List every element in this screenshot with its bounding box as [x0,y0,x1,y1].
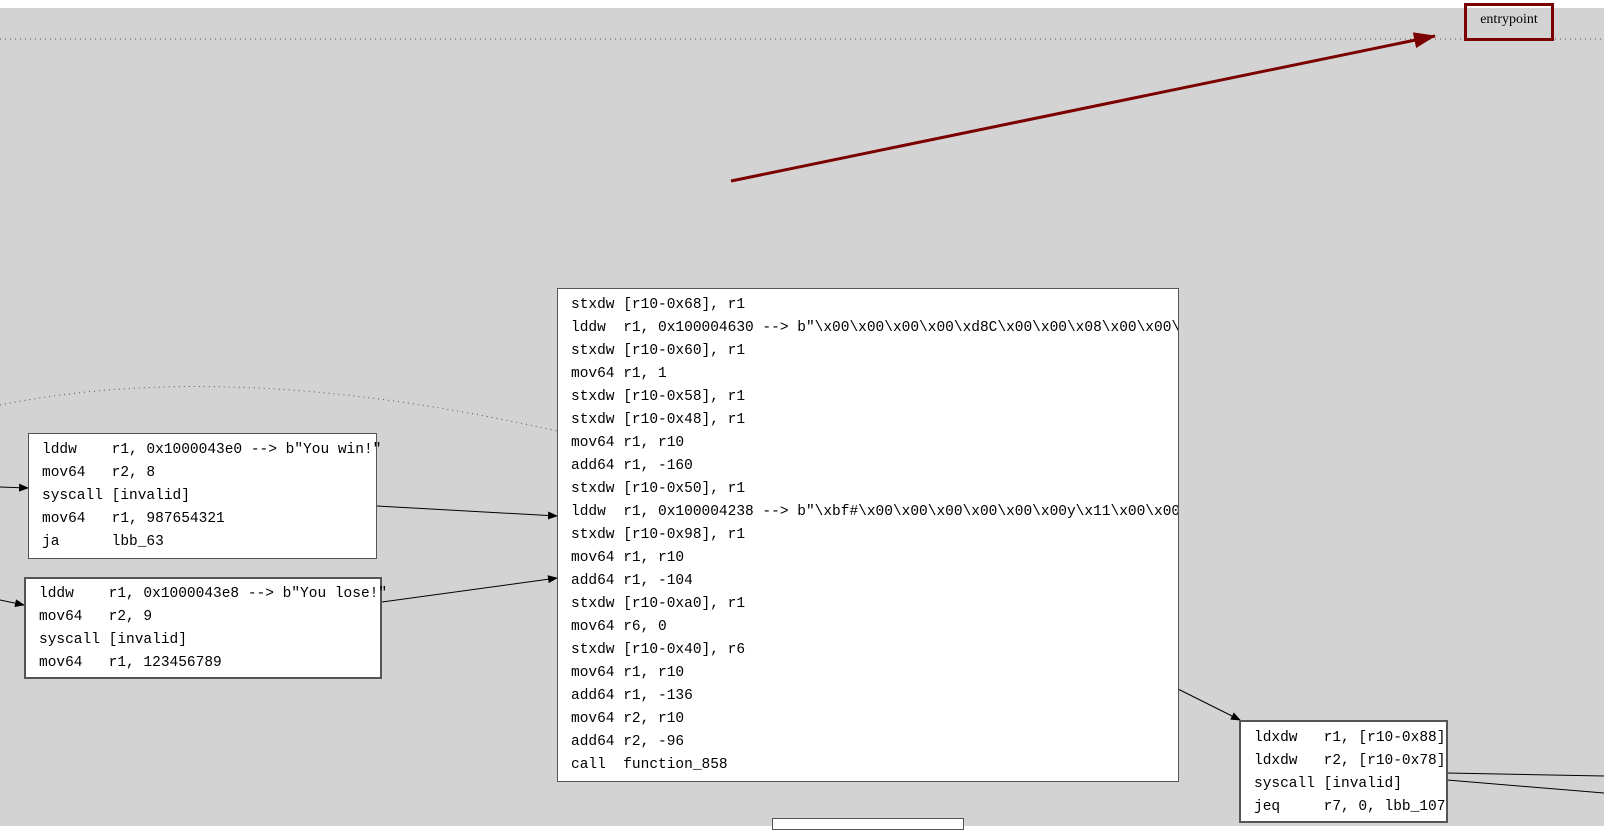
instruction-line: stxdw [r10-0x58], r1 [571,389,746,405]
basic-block-you-lose[interactable]: lddw r1, 0x1000043e8 --> b"You lose!" mo… [24,577,387,679]
instruction-line: stxdw [r10-0xa0], r1 [571,596,746,612]
instruction-line: mov64 r1, r10 [571,665,685,681]
instruction-line: stxdw [r10-0x98], r1 [571,527,746,543]
instruction-line: ja lbb_63 [42,534,164,550]
instruction-line: ldxdw r1, [r10-0x88] [1254,730,1446,746]
instruction-line: lddw r1, 0x100004238 --> b"\xbf#\x00\x00… [571,504,1179,520]
edge-cmp-out-2 [1446,779,1604,794]
instruction-line: lddw r1, 0x1000043e8 --> b"You lose!" [39,586,388,602]
basic-block-compare[interactable]: ldxdw r1, [r10-0x88] ldxdw r2, [r10-0x78… [1239,720,1448,823]
instruction-line: syscall [invalid] [42,488,190,504]
instruction-line: mov64 r1, 987654321 [42,511,225,527]
basic-block-partial-bottom[interactable] [772,818,964,830]
instruction-line: stxdw [r10-0x50], r1 [571,481,746,497]
edge-lose-to-main [381,575,558,603]
instruction-line: mov64 r1, 123456789 [39,655,222,671]
entrypoint-edge [730,32,1436,183]
instruction-line: add64 r2, -96 [571,734,685,750]
instruction-line: mov64 r1, 1 [571,366,667,382]
dotted-curve-edge [0,386,558,432]
instruction-line: stxdw [r10-0x40], r6 [571,642,746,658]
instruction-line: jeq r7, 0, lbb_107 [1254,799,1446,815]
instruction-line: lddw r1, 0x100004630 --> b"\x00\x00\x00\… [571,320,1179,336]
instruction-line: mov64 r6, 0 [571,619,667,635]
instruction-line: stxdw [r10-0x48], r1 [571,412,746,428]
entrypoint-label: entrypoint [1480,12,1538,27]
edge-cmp-out-1 [1446,772,1604,777]
edge-into-win-block [0,483,29,492]
instruction-line: stxdw [r10-0x60], r1 [571,343,746,359]
instruction-line: add64 r1, -160 [571,458,693,474]
instruction-line: add64 r1, -136 [571,688,693,704]
basic-block-main[interactable]: stxdw [r10-0x68], r1 lddw r1, 0x10000463… [557,288,1179,782]
edge-into-lose-block [0,599,25,608]
edge-main-to-cmp [1177,688,1241,721]
basic-block-you-win[interactable]: lddw r1, 0x1000043e0 --> b"You win!" mov… [28,433,381,559]
instruction-line: mov64 r2, 9 [39,609,153,625]
instruction-line: syscall [invalid] [1254,776,1402,792]
instruction-line: add64 r1, -104 [571,573,693,589]
instruction-line: mov64 r2, 8 [42,465,156,481]
instruction-line: ldxdw r2, [r10-0x78] [1254,753,1446,769]
instruction-line: stxdw [r10-0x68], r1 [571,297,746,313]
instruction-line: lddw r1, 0x1000043e0 --> b"You win!" [42,442,382,458]
instruction-line: call function_858 [571,757,728,773]
instruction-line: syscall [invalid] [39,632,187,648]
instruction-line: mov64 r1, r10 [571,435,685,451]
entrypoint-node[interactable]: entrypoint [1464,3,1554,41]
instruction-line: mov64 r1, r10 [571,550,685,566]
edge-win-to-main [376,505,558,520]
instruction-line: mov64 r2, r10 [571,711,685,727]
